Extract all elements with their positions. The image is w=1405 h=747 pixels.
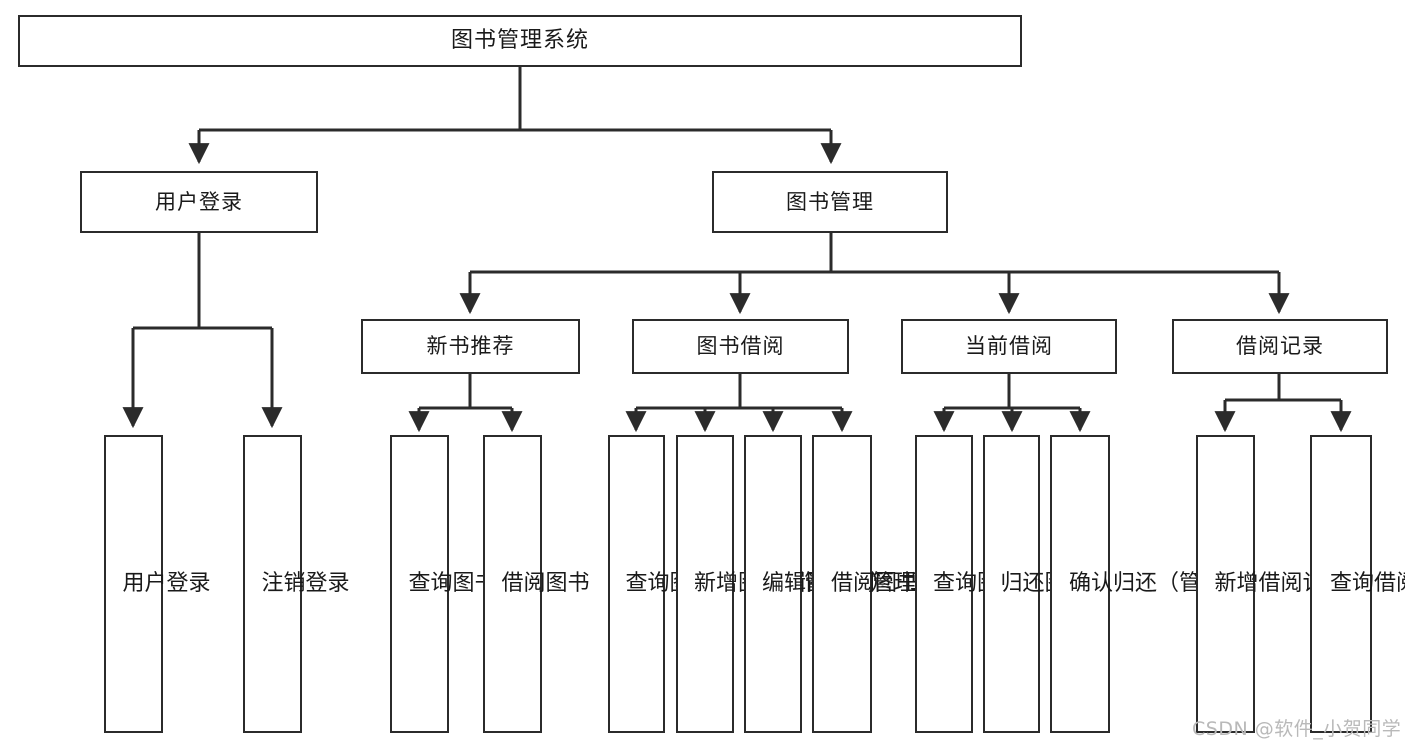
- leaf-borrow-query-book[interactable]: 查询图书: [608, 435, 714, 733]
- node-label: 借阅图书: [831, 571, 920, 597]
- leaf-user-login-signin[interactable]: 用户登录: [104, 435, 211, 733]
- node-label: 归还图书: [1000, 571, 1089, 597]
- node-label: 查询借阅记录: [1330, 571, 1405, 597]
- node-label: 查询图书: [933, 571, 1022, 597]
- node-label: 查询图书: [625, 571, 714, 597]
- node-label: 借阅记录: [1236, 334, 1324, 359]
- node-label: 查询图书: [408, 571, 497, 597]
- leaf-current-query-book[interactable]: 查询图书: [915, 435, 1022, 733]
- leaf-borrow-borrow-book[interactable]: 借阅图书: [812, 435, 920, 733]
- node-label: 图书管理系统: [450, 28, 589, 54]
- node-new-book-recommend[interactable]: 新书推荐: [361, 319, 580, 374]
- node-label: 确认归还（管理员）: [1069, 571, 1268, 597]
- node-label: 新增图书（管理员）: [694, 570, 892, 598]
- node-label: 图书借阅: [696, 334, 785, 359]
- node-label: 注销登录: [261, 571, 350, 597]
- leaf-record-query[interactable]: 查询借阅记录: [1310, 435, 1405, 733]
- node-book-management[interactable]: 图书管理: [712, 171, 948, 233]
- node-label: 用户登录: [155, 189, 243, 214]
- csdn-watermark: CSDN @软件_小贺同学: [1192, 718, 1402, 740]
- node-borrow-record[interactable]: 借阅记录: [1172, 319, 1388, 374]
- leaf-user-login-signout[interactable]: 注销登录: [243, 435, 350, 733]
- node-label: 编辑图书（管理员）: [762, 570, 960, 598]
- node-book-borrow[interactable]: 图书借阅: [632, 319, 849, 374]
- leaf-borrow-add-book[interactable]: 新增图书（管理员）: [676, 435, 892, 733]
- leaf-new-book-query[interactable]: 查询图书: [390, 435, 497, 733]
- node-root-system[interactable]: 图书管理系统: [18, 15, 1022, 67]
- leaf-current-confirm-return[interactable]: 确认归还（管理员）: [1050, 435, 1268, 733]
- node-label: 借阅图书: [501, 571, 590, 597]
- node-label: 新增借阅记录: [1214, 571, 1347, 597]
- leaf-current-return-book[interactable]: 归还图书: [983, 435, 1089, 733]
- leaf-borrow-edit-book[interactable]: 编辑图书（管理员）: [744, 435, 960, 733]
- node-label: 新书推荐: [426, 334, 515, 359]
- node-label: 图书管理: [786, 189, 874, 214]
- leaf-record-add[interactable]: 新增借阅记录: [1196, 435, 1347, 733]
- node-label: 用户登录: [122, 571, 211, 597]
- node-current-borrow[interactable]: 当前借阅: [901, 319, 1117, 374]
- node-label: 当前借阅: [965, 334, 1053, 359]
- leaf-new-book-borrow[interactable]: 借阅图书: [483, 435, 590, 733]
- node-user-login[interactable]: 用户登录: [80, 171, 318, 233]
